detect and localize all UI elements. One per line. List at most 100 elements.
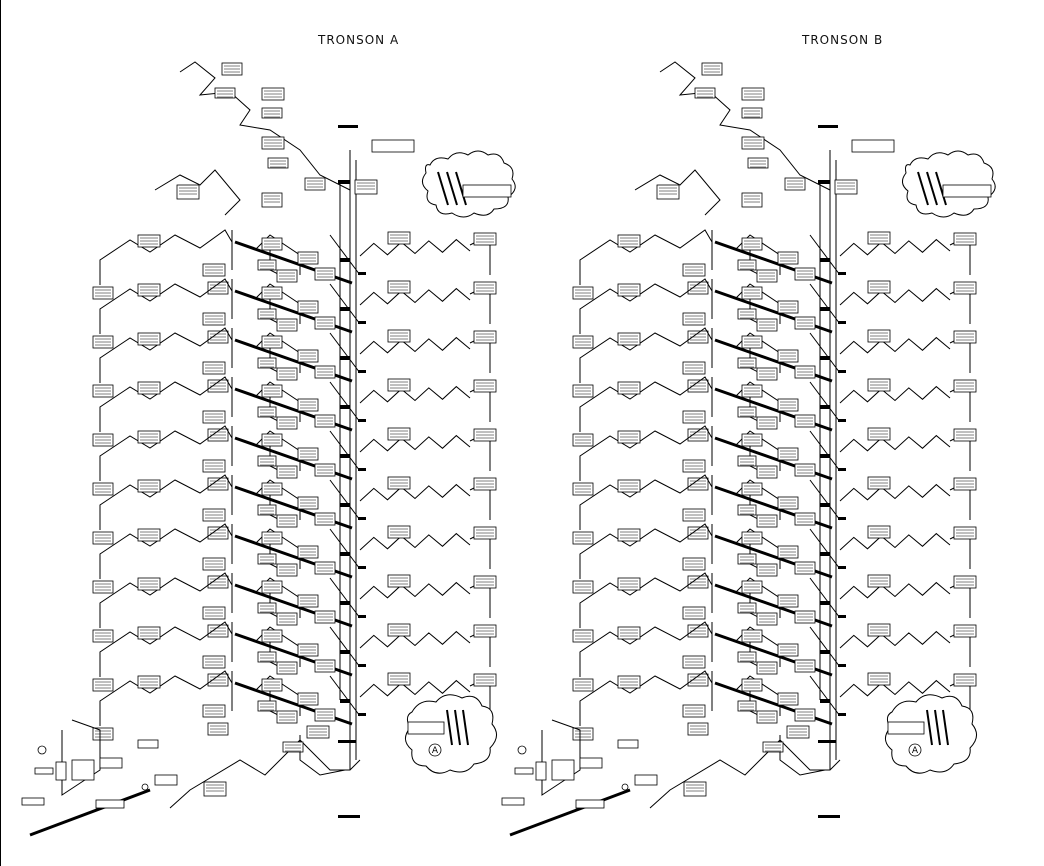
- level-marker: [340, 258, 350, 262]
- right-branch-pipe: [839, 630, 951, 649]
- valve-symbol: [141, 783, 149, 791]
- fixture-tag: [741, 192, 763, 208]
- level-marker: [340, 552, 350, 556]
- cabinet-door: [71, 759, 95, 781]
- left-branch-pipe: [99, 474, 233, 530]
- detail-label: [95, 799, 125, 809]
- floor-8: [572, 572, 977, 643]
- detail-label: [514, 767, 534, 775]
- upper-branch: [634, 169, 721, 216]
- right-branch-pipe: [359, 238, 471, 257]
- trunk-branch: [329, 528, 361, 570]
- level-marker: [358, 370, 366, 373]
- fixture-tag: [737, 308, 757, 320]
- level-marker: [838, 664, 846, 667]
- right-branch-pipe: [839, 287, 951, 306]
- stair-detail-line: [917, 171, 929, 206]
- floor-4: [92, 376, 497, 447]
- left-branch-pipe: [579, 229, 713, 285]
- level-marker: [340, 356, 350, 360]
- fixture-tag: [257, 553, 277, 565]
- fixture-tag: [261, 107, 283, 119]
- level-marker: [340, 307, 350, 311]
- floor-6: [572, 474, 977, 545]
- roof-outline: [179, 61, 351, 191]
- level-marker: [338, 125, 358, 128]
- upper-branch: [154, 169, 241, 216]
- right-branch-pipe: [839, 238, 951, 257]
- left-branch-pipe: [579, 425, 713, 481]
- fixture-tag: [656, 184, 680, 200]
- level-marker: [358, 615, 366, 618]
- level-marker: [838, 272, 846, 275]
- level-marker: [340, 454, 350, 458]
- roof-outline: [659, 61, 831, 191]
- fixture-tag: [257, 700, 277, 712]
- fixture-tag: [257, 651, 277, 663]
- fixture-tag: [683, 781, 707, 797]
- left-branch-pipe: [99, 523, 233, 579]
- detail-cloud: [422, 150, 516, 218]
- level-marker: [338, 740, 356, 743]
- ground-outline: [169, 739, 361, 809]
- trunk-branch: [809, 577, 841, 619]
- section-b-title: TRONSON B: [802, 33, 884, 47]
- level-marker: [838, 566, 846, 569]
- fixture-tag: [737, 504, 757, 516]
- trunk-branch: [809, 234, 841, 276]
- stair-detail-line: [926, 171, 938, 206]
- left-branch-pipe: [99, 670, 233, 726]
- fixture-tag: [737, 651, 757, 663]
- right-branch-pipe: [359, 336, 471, 355]
- fixture-tag: [737, 700, 757, 712]
- right-branch-pipe: [359, 483, 471, 502]
- trunk-branch: [809, 430, 841, 472]
- cabinet-door: [551, 759, 575, 781]
- fixture-tag: [737, 357, 757, 369]
- left-branch-pipe: [579, 474, 713, 530]
- fixture-tag: [737, 455, 757, 467]
- trunk-branch: [329, 430, 361, 472]
- level-marker: [838, 517, 846, 520]
- detail-label: [501, 797, 525, 806]
- trunk-branch: [329, 675, 361, 717]
- trunk-branch: [809, 283, 841, 325]
- detail-label: [154, 774, 178, 786]
- fixture-tag: [747, 157, 769, 169]
- level-marker: [358, 566, 366, 569]
- right-branch-pipe: [359, 434, 471, 453]
- level-marker: [838, 713, 846, 716]
- level-marker: [340, 503, 350, 507]
- fixture-tag: [737, 602, 757, 614]
- sheet-border-left: [0, 0, 1, 866]
- detail-label: [99, 757, 123, 769]
- fixture-tag: [737, 553, 757, 565]
- detail-note: [462, 184, 512, 198]
- left-branch-pipe: [579, 572, 713, 628]
- supply-pipe: [29, 788, 151, 837]
- floor-6: [92, 474, 497, 545]
- detail-label: [575, 799, 605, 809]
- fixture-tag: [257, 357, 277, 369]
- floor-8: [92, 572, 497, 643]
- fixture-tag: [176, 184, 200, 200]
- level-marker: [818, 180, 830, 184]
- left-branch-pipe: [579, 621, 713, 677]
- right-branch-pipe: [839, 581, 951, 600]
- fixture-tag: [257, 602, 277, 614]
- level-marker: [358, 517, 366, 520]
- left-branch-pipe: [579, 278, 713, 334]
- fixture-tag: [354, 179, 378, 195]
- level-marker: [820, 552, 830, 556]
- left-branch-pipe: [99, 278, 233, 334]
- fixture-tag: [741, 107, 763, 119]
- detail-cloud: [902, 150, 996, 218]
- level-marker: [340, 699, 350, 703]
- meter-box: [55, 761, 67, 781]
- level-marker: [338, 815, 360, 818]
- level-marker: [838, 370, 846, 373]
- left-branch-pipe: [579, 523, 713, 579]
- stair-detail-line: [455, 171, 467, 206]
- stair-detail-line: [926, 709, 933, 746]
